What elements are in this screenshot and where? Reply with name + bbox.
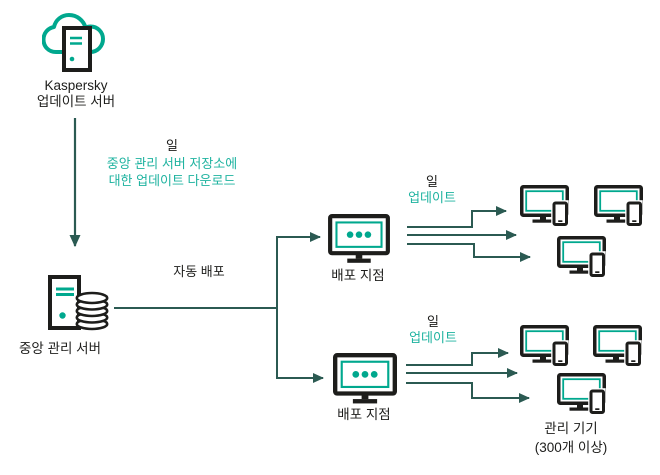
workstation-icon: [594, 185, 646, 227]
workstation-icon: [557, 236, 609, 278]
managed-devices-label: 관리 기기 (300개 이상): [534, 421, 608, 455]
daily-download-annotation: 일 중앙 관리 서버 저장소에 대한 업데이트 다운로드: [106, 138, 238, 188]
automatic-distribution-annotation: 자동 배포: [173, 264, 225, 279]
arrow-dp-bottom-3: [406, 382, 530, 403]
workstation-icon: [557, 373, 609, 415]
workstation-icon: [593, 325, 645, 367]
arrow-dp-bottom-1: [406, 348, 509, 366]
distribution-point-monitor-icon: [328, 214, 390, 265]
arrow-branch-to-dp-top: [276, 232, 321, 308]
kaspersky-update-servers-label: Kaspersky 업데이트 서버: [36, 78, 116, 109]
arrow-dp-top-3: [407, 243, 531, 262]
workstation-icon: [520, 185, 572, 227]
distribution-point-top-label: 배포 지점: [331, 268, 385, 283]
server-database-icon: [48, 275, 110, 331]
distribution-point-monitor-icon: [333, 353, 397, 405]
daily-updates-top-annotation: 일 업데이트: [408, 174, 456, 205]
workstation-icon: [520, 325, 572, 367]
daily-updates-bottom-annotation: 일 업데이트: [409, 314, 457, 345]
administration-server-label: 중앙 관리 서버: [18, 341, 102, 356]
cloud-server-icon: [42, 12, 108, 72]
arrow-branch-to-dp-bottom: [276, 308, 324, 383]
arrow-dp-top-1: [407, 206, 507, 228]
distribution-point-bottom-label: 배포 지점: [337, 407, 391, 422]
